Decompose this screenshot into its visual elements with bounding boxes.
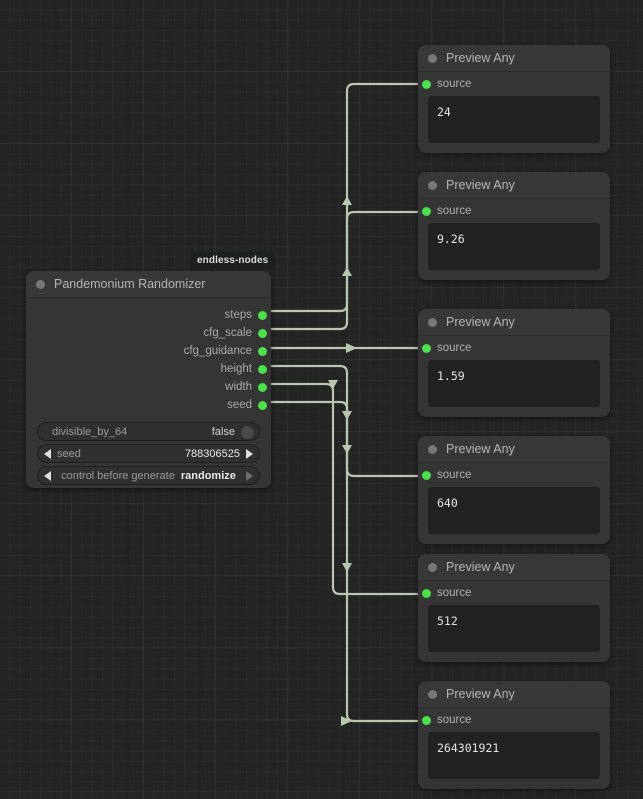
- widget-seed-label: seed: [57, 447, 81, 460]
- output-port-cfg-guidance-label: cfg_guidance: [183, 345, 252, 357]
- preview-value: 1.59: [437, 369, 465, 383]
- collapse-toggle-icon[interactable]: [428, 317, 437, 327]
- preview-value: 9.26: [437, 232, 465, 246]
- output-port-cfg-scale[interactable]: cfg_scale: [26, 324, 271, 342]
- port-dot-height-icon[interactable]: [258, 364, 267, 374]
- collapse-toggle-icon[interactable]: [428, 689, 437, 699]
- input-port-source[interactable]: source: [418, 708, 610, 732]
- widget-divisible-by-64-value: false: [211, 425, 235, 438]
- node-preview-any-2[interactable]: Preview Any source 9.26: [418, 172, 610, 280]
- input-port-source-label: source: [437, 78, 472, 90]
- increment-arrow-icon[interactable]: [246, 448, 253, 459]
- port-dot-source-icon[interactable]: [422, 715, 431, 725]
- port-dot-steps-icon[interactable]: [258, 310, 267, 320]
- preview-textbox: 640: [428, 487, 600, 534]
- widget-control-before-generate[interactable]: control before generate randomize: [37, 466, 260, 485]
- node-title-bar[interactable]: Preview Any: [418, 681, 610, 708]
- previous-option-arrow-icon[interactable]: [44, 470, 51, 481]
- node-title-bar[interactable]: Preview Any: [418, 554, 610, 581]
- collapse-toggle-icon[interactable]: [428, 562, 437, 572]
- preview-value: 512: [437, 614, 458, 628]
- preview-textbox: 1.59: [428, 360, 600, 407]
- input-port-source-label: source: [437, 714, 472, 726]
- port-dot-cfg-guidance-icon[interactable]: [258, 346, 267, 356]
- output-port-width-label: width: [225, 381, 252, 393]
- output-port-height[interactable]: height: [26, 360, 271, 378]
- preview-value: 24: [437, 105, 451, 119]
- decrement-arrow-icon[interactable]: [44, 448, 51, 459]
- widget-control-before-generate-label: control before generate: [61, 469, 175, 482]
- preview-textbox: 24: [428, 96, 600, 143]
- widget-control-before-generate-value[interactable]: randomize: [180, 469, 236, 482]
- input-port-source-label: source: [437, 205, 472, 217]
- node-title-label: Preview Any: [446, 51, 515, 65]
- output-port-seed[interactable]: seed: [26, 396, 271, 414]
- output-port-height-label: height: [220, 363, 252, 375]
- collapse-toggle-icon[interactable]: [428, 444, 437, 454]
- output-port-width[interactable]: width: [26, 378, 271, 396]
- next-option-arrow-icon[interactable]: [246, 470, 253, 481]
- port-dot-cfg-scale-icon[interactable]: [258, 328, 267, 338]
- preview-textbox: 264301921: [428, 732, 600, 779]
- node-title-label: Preview Any: [446, 315, 515, 329]
- node-category-badge: endless-nodes: [190, 252, 276, 269]
- node-title-bar[interactable]: Preview Any: [418, 436, 610, 463]
- toggle-knob-icon[interactable]: [240, 425, 255, 440]
- node-preview-any-3[interactable]: Preview Any source 1.59: [418, 309, 610, 417]
- preview-textbox: 9.26: [428, 223, 600, 270]
- node-title-bar[interactable]: Pandemonium Randomizer: [26, 271, 271, 298]
- node-title-label: Preview Any: [446, 442, 515, 456]
- node-title-bar[interactable]: Preview Any: [418, 45, 610, 72]
- output-port-list: steps cfg_scale cfg_guidance height widt…: [26, 298, 271, 414]
- preview-textbox: 512: [428, 605, 600, 652]
- widget-seed-value[interactable]: 788306525: [184, 447, 240, 460]
- input-port-source-label: source: [437, 342, 472, 354]
- node-title-bar[interactable]: Preview Any: [418, 309, 610, 336]
- node-title-label: Preview Any: [446, 178, 515, 192]
- input-port-source[interactable]: source: [418, 199, 610, 223]
- port-dot-source-icon[interactable]: [422, 343, 431, 353]
- collapse-toggle-icon[interactable]: [428, 53, 437, 63]
- widget-divisible-by-64[interactable]: divisible_by_64 false: [37, 422, 260, 441]
- node-title-label: Preview Any: [446, 560, 515, 574]
- node-preview-any-4[interactable]: Preview Any source 640: [418, 436, 610, 544]
- output-port-steps[interactable]: steps: [26, 306, 271, 324]
- port-dot-source-icon[interactable]: [422, 206, 431, 216]
- preview-value: 264301921: [437, 741, 500, 755]
- port-dot-source-icon[interactable]: [422, 470, 431, 480]
- input-port-source[interactable]: source: [418, 72, 610, 96]
- input-port-source[interactable]: source: [418, 463, 610, 487]
- node-pandemonium-randomizer[interactable]: Pandemonium Randomizer steps cfg_scale c…: [26, 271, 271, 488]
- widget-divisible-by-64-label: divisible_by_64: [52, 425, 128, 438]
- output-port-seed-label: seed: [227, 399, 252, 411]
- preview-value: 640: [437, 496, 458, 510]
- port-dot-source-icon[interactable]: [422, 588, 431, 598]
- output-port-cfg-scale-label: cfg_scale: [203, 327, 252, 339]
- port-dot-seed-icon[interactable]: [258, 400, 267, 410]
- input-port-source[interactable]: source: [418, 336, 610, 360]
- link-direction-arrows: [328, 196, 357, 726]
- port-dot-source-icon[interactable]: [422, 79, 431, 89]
- input-port-source[interactable]: source: [418, 581, 610, 605]
- widget-list: divisible_by_64 false seed 788306525 con…: [26, 422, 271, 485]
- port-dot-width-icon[interactable]: [258, 382, 267, 392]
- output-port-cfg-guidance[interactable]: cfg_guidance: [26, 342, 271, 360]
- node-title-bar[interactable]: Preview Any: [418, 172, 610, 199]
- input-port-source-label: source: [437, 469, 472, 481]
- input-port-source-label: source: [437, 587, 472, 599]
- node-title-label: Pandemonium Randomizer: [54, 277, 206, 291]
- widget-seed[interactable]: seed 788306525: [37, 444, 260, 463]
- node-title-label: Preview Any: [446, 687, 515, 701]
- output-port-steps-label: steps: [224, 309, 253, 321]
- node-preview-any-5[interactable]: Preview Any source 512: [418, 554, 610, 662]
- collapse-toggle-icon[interactable]: [428, 180, 437, 190]
- node-preview-any-6[interactable]: Preview Any source 264301921: [418, 681, 610, 789]
- node-preview-any-1[interactable]: Preview Any source 24: [418, 45, 610, 153]
- collapse-toggle-icon[interactable]: [36, 279, 45, 289]
